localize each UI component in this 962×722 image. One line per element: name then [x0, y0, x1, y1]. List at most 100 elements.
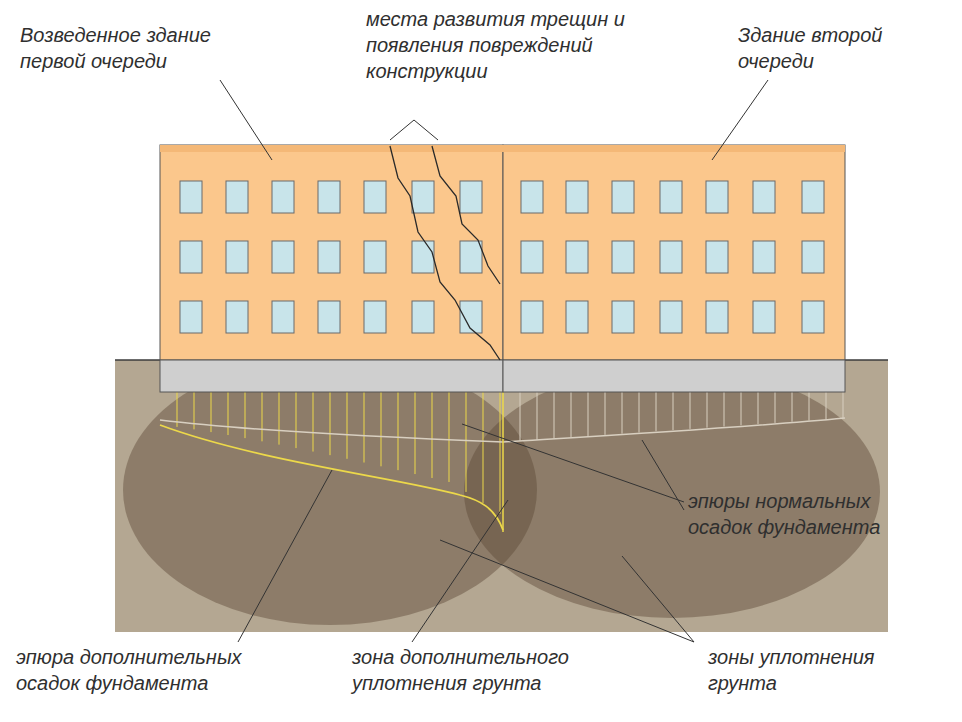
settlement-tick: [262, 392, 263, 441]
settlement-tick: [622, 392, 623, 434]
crack: [432, 146, 500, 284]
settlement-tick: [313, 392, 314, 452]
settlement-tick: [673, 392, 674, 430]
window: [226, 241, 248, 273]
window: [566, 301, 588, 333]
settlement-tick: [415, 392, 416, 474]
settlement-tick: [500, 392, 501, 514]
settlement-tick: [792, 392, 793, 422]
window: [753, 301, 775, 333]
settlement-tick: [483, 392, 484, 503]
window: [180, 241, 202, 273]
window: [226, 181, 248, 213]
building-first: [160, 145, 503, 360]
settlement-tick: [398, 392, 399, 470]
callout-label: Возведенное здание первой очереди: [20, 22, 255, 74]
settlement-tick: [741, 392, 742, 425]
normal-settlement-left: [160, 420, 503, 442]
window: [660, 301, 682, 333]
settlement-tick: [707, 392, 708, 428]
window: [566, 241, 588, 273]
window: [180, 181, 202, 213]
window: [521, 181, 543, 213]
window: [318, 301, 340, 333]
window: [706, 181, 728, 213]
settlement-tick: [639, 392, 640, 432]
settlement-tick: [228, 392, 229, 435]
window: [272, 241, 294, 273]
settlement-tick: [364, 392, 365, 463]
foundation-first: [160, 360, 503, 392]
window: [460, 181, 482, 213]
settlement-tick: [843, 392, 844, 418]
settlement-tick: [758, 392, 759, 424]
callout-label: зона дополнительного уплотнения грунта: [352, 644, 602, 696]
window: [180, 301, 202, 333]
window: [753, 241, 775, 273]
window: [364, 181, 386, 213]
window: [660, 181, 682, 213]
bracket: [390, 120, 438, 140]
window: [364, 241, 386, 273]
window: [412, 181, 434, 213]
settlement-tick: [296, 392, 297, 448]
settlement-tick: [449, 392, 450, 482]
window: [612, 241, 634, 273]
settlement-tick: [537, 392, 538, 440]
window: [412, 301, 434, 333]
window: [318, 181, 340, 213]
settlement-tick: [432, 392, 433, 478]
settlement-tick: [279, 392, 280, 445]
window: [802, 301, 824, 333]
window: [226, 301, 248, 333]
settlement-tick: [330, 392, 331, 455]
settlement-tick: [520, 392, 521, 441]
building-second: [503, 145, 845, 360]
callout-label: эпюра дополнительных осадок фундамента: [16, 644, 266, 696]
settlement-tick: [588, 392, 589, 436]
settlement-tick: [724, 392, 725, 426]
callout-label: места развития трещин и появления повреж…: [366, 6, 628, 84]
settlement-tick: [245, 392, 246, 438]
callout-label: эпюры нормальных осадок фундамента: [688, 488, 918, 540]
foundation-second: [503, 360, 845, 392]
window: [660, 241, 682, 273]
additional-settlement-edge: [502, 392, 504, 532]
settlement-tick: [554, 392, 555, 438]
window: [566, 181, 588, 213]
window: [460, 241, 482, 273]
window: [706, 301, 728, 333]
settlement-tick: [690, 392, 691, 429]
settlement-tick: [381, 392, 382, 466]
window: [802, 241, 824, 273]
settlement-tick: [466, 392, 467, 492]
callout-label: зоны уплотнения грунта: [708, 644, 908, 696]
window: [802, 181, 824, 213]
windows: [180, 181, 824, 333]
window: [521, 301, 543, 333]
window: [318, 241, 340, 273]
window: [412, 241, 434, 273]
normal-settlement-right: [503, 418, 845, 442]
leader-lines: [220, 80, 768, 642]
window: [706, 241, 728, 273]
window: [612, 301, 634, 333]
settlement-tick: [211, 392, 212, 432]
window: [272, 181, 294, 213]
window: [521, 241, 543, 273]
window: [364, 301, 386, 333]
settlement-tick: [826, 392, 827, 419]
callout-label: Здание второй очереди: [738, 22, 938, 74]
settlement-tick: [571, 392, 572, 437]
settlement-tick: [775, 392, 776, 423]
additional-settlement-curve: [160, 425, 503, 530]
window: [612, 181, 634, 213]
crack: [390, 146, 500, 360]
window: [272, 301, 294, 333]
settlement-tick: [809, 392, 810, 421]
settlement-tick: [347, 392, 348, 459]
window: [753, 181, 775, 213]
settlement-tick: [605, 392, 606, 435]
